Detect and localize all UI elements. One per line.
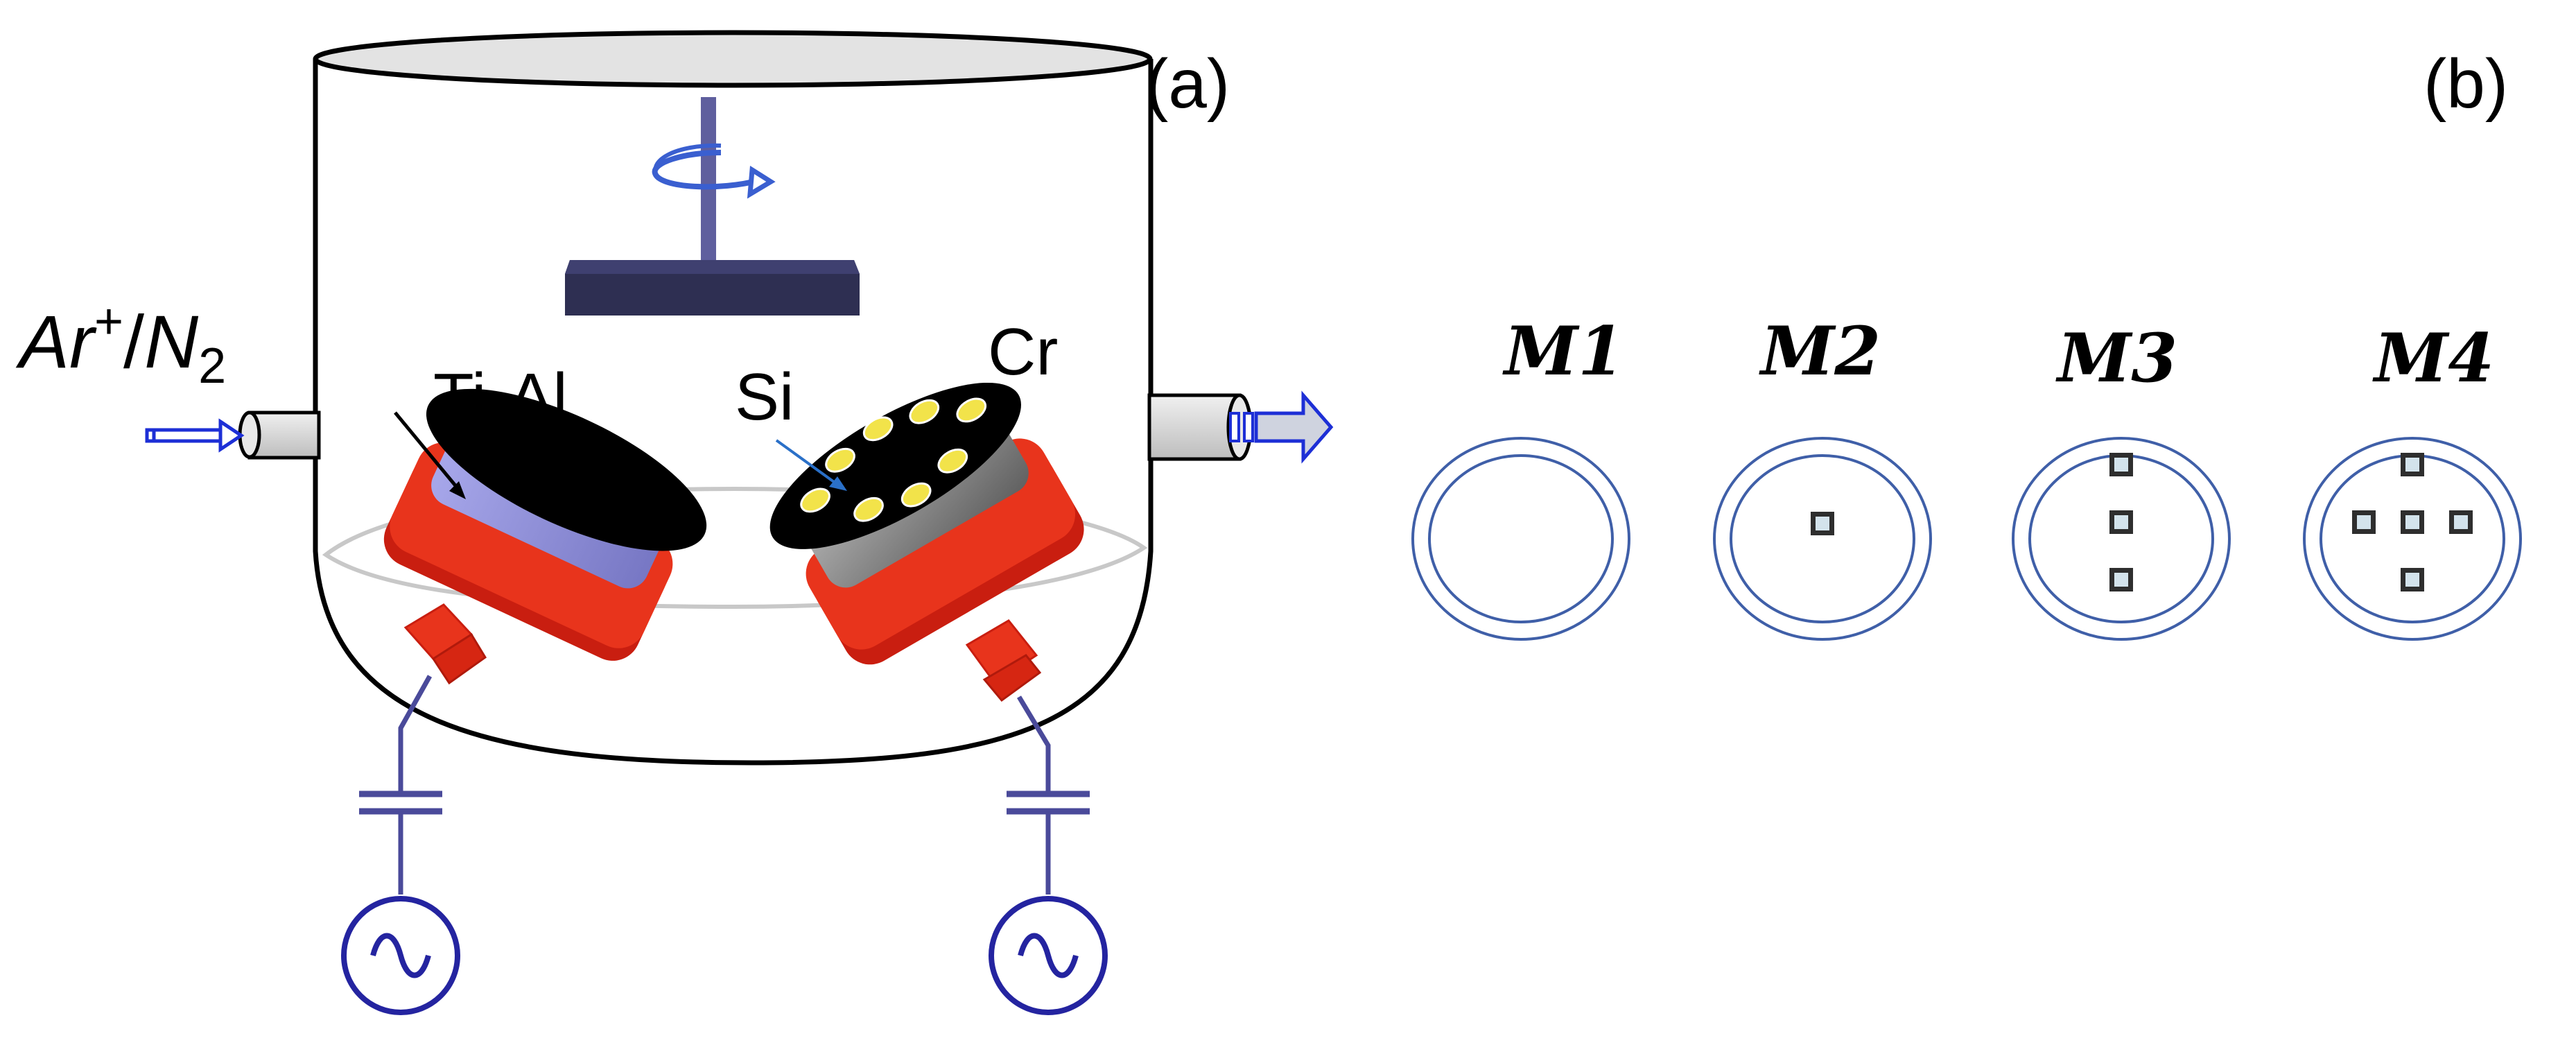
coating-m1: M1 (1411, 312, 1630, 641)
magnetron-right-neck (965, 619, 1042, 702)
coating-m4: M4 (2303, 319, 2522, 641)
coating-square (1811, 512, 1834, 535)
coating-square (2352, 510, 2376, 534)
magnetron-left-neck (403, 603, 487, 685)
substrate-shaft (701, 97, 716, 264)
ac-source-icon (341, 896, 460, 1015)
rf-circuit-left (398, 675, 433, 895)
chamber-lid (313, 30, 1153, 88)
capacitor-icon (1007, 790, 1090, 815)
coating-label-m3: M3 (2055, 319, 2177, 397)
capacitor-icon (359, 790, 442, 815)
coating-m3: M3 (2012, 319, 2231, 641)
si-pellets (800, 397, 987, 522)
gas-inlet-label: Ar+/N2 (15, 294, 226, 394)
chamber-diagram: Ar+/N2 Ti-Al Si Cr (a) (15, 30, 1334, 1015)
coating-label-m2: M2 (1759, 312, 1881, 390)
outlet-arrow-icon (1229, 390, 1334, 464)
coating-label-m4: M4 (2372, 319, 2494, 397)
coating-square (2401, 568, 2424, 591)
panel-label-a: (a) (1145, 45, 1230, 123)
target-label-si: Si (735, 360, 794, 434)
coating-square (2401, 453, 2424, 476)
pump-outlet-port (1147, 393, 1253, 461)
coating-square (2109, 453, 2133, 476)
rf-circuit-right (1016, 696, 1051, 895)
coating-square (2449, 510, 2473, 534)
coating-label-m1: M1 (1502, 312, 1624, 390)
target-label-cr: Cr (988, 315, 1058, 389)
coating-square (2401, 510, 2424, 534)
coating-square (2109, 510, 2133, 534)
gas-inlet-port (238, 411, 321, 460)
coating-layouts: (b) M1 M2 M3 (1411, 45, 2522, 641)
ac-source-icon (989, 896, 1108, 1015)
target-pointers (394, 401, 1004, 499)
magnetron-right (769, 382, 1084, 665)
inlet-arrow-icon (145, 418, 245, 453)
target-label-ti-al: Ti-Al (433, 360, 568, 434)
panel-label-b: (b) (2423, 45, 2508, 123)
rotation-arrow-icon (652, 143, 776, 199)
chamber-body (313, 59, 1154, 766)
coating-square (2109, 568, 2133, 591)
coating-m2: M2 (1713, 312, 1932, 641)
